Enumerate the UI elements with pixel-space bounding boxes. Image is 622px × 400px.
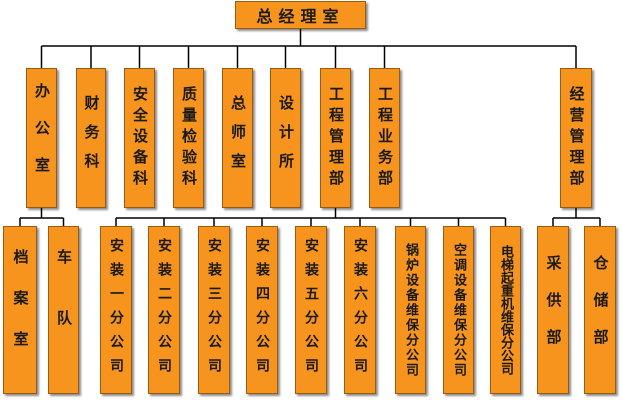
node-label: 工程管理部 [327, 85, 345, 191]
node-label: 经营管理部 [567, 85, 586, 191]
node-business-management: 经营管理部 [560, 68, 592, 208]
node-label: 安装一分公司 [108, 238, 124, 382]
node-chief-engineer-office: 总师室 [222, 68, 253, 208]
node-label: 车队 [55, 249, 73, 371]
node-label: 锅炉设备维保分公司 [403, 242, 418, 378]
node-elevator-crane-maintenance-branch: 电梯起重机维保分公司 [490, 226, 521, 394]
node-label: 办公室 [33, 82, 51, 194]
node-label: 采供部 [544, 254, 563, 366]
node-label: 财务科 [82, 94, 101, 182]
node-install-branch-5: 安装五分公司 [295, 226, 327, 394]
node-label: 电梯起重机维保分公司 [498, 245, 513, 375]
node-install-branch-4: 安装四分公司 [246, 226, 278, 394]
node-label: 空调设备维保分公司 [451, 242, 466, 378]
node-ac-maintenance-branch: 空调设备维保分公司 [443, 226, 474, 394]
node-label: 安装三分公司 [206, 238, 222, 382]
node-label: 安装五分公司 [303, 238, 319, 382]
node-label: 安全设备科 [131, 85, 149, 191]
node-engineering-management: 工程管理部 [320, 68, 351, 208]
node-label: 安装六分公司 [352, 238, 368, 382]
node-motor-pool: 车队 [48, 226, 79, 394]
node-office: 办公室 [26, 68, 57, 208]
node-label: 总经理室 [256, 7, 345, 26]
node-general-manager-office: 总经理室 [235, 1, 366, 29]
node-label: 工程业务部 [376, 85, 394, 191]
node-label: 仓储部 [591, 254, 610, 366]
node-install-branch-3: 安装三分公司 [198, 226, 230, 394]
node-finance: 财务科 [76, 68, 106, 208]
node-label: 安装二分公司 [156, 238, 172, 382]
node-label: 安装四分公司 [254, 238, 270, 382]
node-design-institute: 设计所 [270, 68, 301, 208]
node-label: 档案室 [11, 248, 30, 372]
node-install-branch-1: 安装一分公司 [100, 226, 132, 394]
node-install-branch-6: 安装六分公司 [344, 226, 376, 394]
node-warehousing: 仓储部 [584, 226, 616, 394]
node-archives-room: 档案室 [3, 226, 37, 394]
node-label: 质量检验科 [180, 85, 198, 191]
node-procurement: 采供部 [537, 226, 569, 394]
node-label: 总师室 [229, 94, 247, 182]
node-install-branch-2: 安装二分公司 [148, 226, 180, 394]
node-engineering-business: 工程业务部 [369, 68, 400, 208]
node-label: 设计所 [277, 94, 295, 182]
node-safety-equipment: 安全设备科 [124, 68, 155, 208]
node-boiler-maintenance-branch: 锅炉设备维保分公司 [395, 226, 426, 394]
node-quality-inspection: 质量检验科 [173, 68, 204, 208]
